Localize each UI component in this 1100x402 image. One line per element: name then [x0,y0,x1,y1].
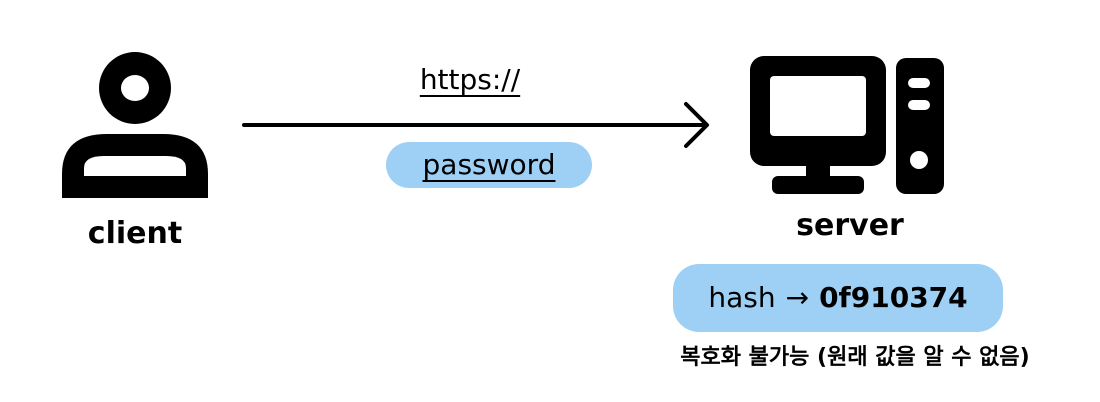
arrow-icon: → [785,281,810,314]
hash-pill: hash → 0f910374 [673,264,1003,332]
desktop-computer-icon [750,56,946,196]
hash-value: 0f910374 [819,281,968,314]
password-pill: password [386,142,592,188]
client-label: client [87,216,183,251]
server-label: server [796,208,904,243]
hash-prefix: hash [708,281,776,314]
arrow-right-icon [240,100,715,150]
password-label: password [422,148,556,181]
https-protocol-label: https:// [419,63,521,96]
user-icon [62,52,208,198]
hash-irreversible-note: 복호화 불가능 (원래 값을 알 수 없음) [680,345,1030,370]
